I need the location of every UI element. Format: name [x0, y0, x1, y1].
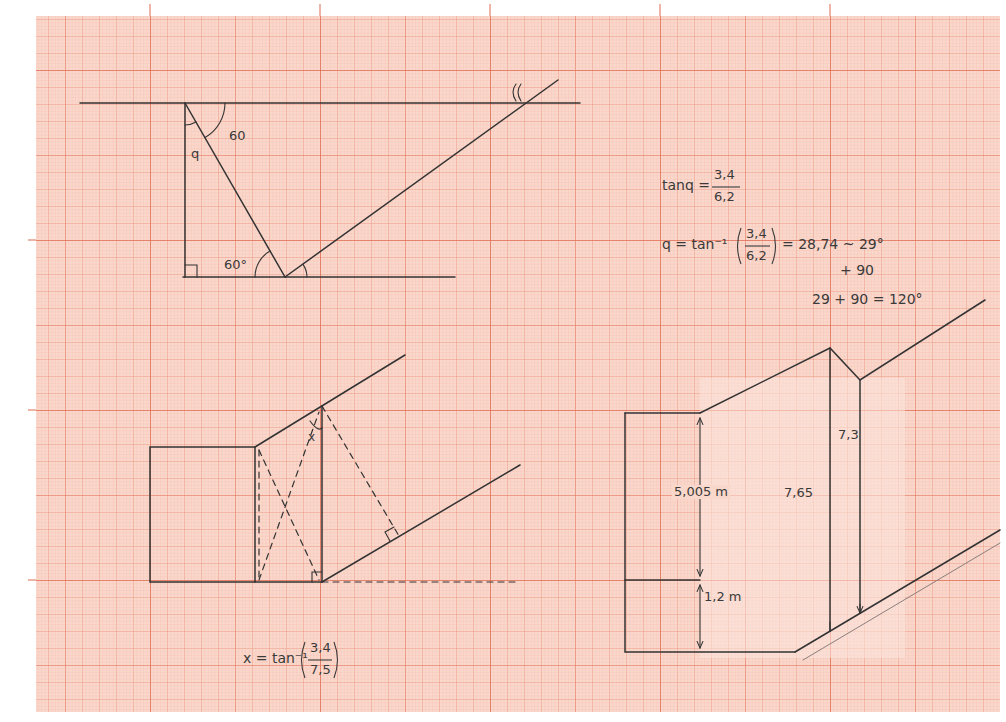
wall-figure — [150, 355, 520, 582]
fraction-number: 7,5 — [310, 663, 331, 677]
dimension: 7,3 — [838, 428, 859, 442]
formula: + 90 — [840, 263, 874, 278]
eraser-mark — [700, 378, 905, 658]
formula: = 28,74 ~ 29° — [782, 237, 884, 252]
dimension: 5,005 m — [672, 485, 730, 499]
dimension: 1,2 m — [704, 590, 741, 604]
angle-label: x — [308, 431, 315, 444]
formula: x = tan⁻¹ — [243, 651, 308, 666]
angle-figure — [80, 80, 580, 277]
formula: q = tan⁻¹ — [662, 237, 727, 252]
grid-cm — [36, 16, 1000, 712]
angle-label: q — [191, 147, 199, 161]
fraction-number: 6,2 — [714, 190, 735, 204]
angle-label: 60 — [229, 129, 246, 143]
formula: tanq = — [662, 178, 710, 193]
grid-major — [36, 16, 1000, 712]
grid-half — [36, 16, 1000, 712]
formula: 29 + 90 = 120° — [812, 292, 923, 307]
fraction-number: 6,2 — [746, 249, 767, 263]
dimension: 7,65 — [784, 486, 813, 500]
section-figure — [625, 300, 1000, 660]
fraction-number: 3,4 — [746, 227, 767, 241]
fraction-number: 3,4 — [310, 641, 331, 655]
paper — [36, 16, 1000, 712]
grid-mm — [36, 16, 1000, 712]
angle-label: 60° — [224, 258, 247, 272]
fraction-number: 3,4 — [714, 168, 735, 182]
edge-ticks — [28, 4, 830, 580]
